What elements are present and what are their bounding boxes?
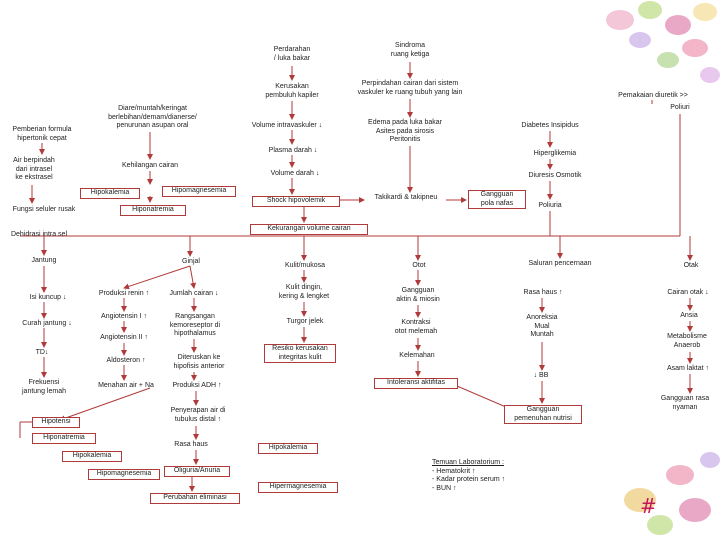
node-hipokalemia-1: Hipokalemia [80,188,140,199]
node-otak: Otak [683,262,699,269]
temuan-title: Temuan Laboratorium : [432,459,504,466]
node-td: TD↓ [35,349,49,356]
node-diabetes: Diabetes Insipidus [521,122,579,129]
node-hipomagnesemia-2: Hipomagnesemia [88,469,160,480]
node-hipomagnesemia-1: Hipomagnesemia [162,186,236,197]
node-resiko: Resiko kerusakan integritas kulit [264,344,336,363]
node-hipokalemia-2: Hipokalemia [258,443,318,454]
node-takikardi: Takikardi & takipneu [374,194,438,201]
candy-eggs-decoration-bottom-right [624,452,720,535]
node-pemberian: Pemberian formula hipertonik cepat [12,126,72,142]
temuan-laboratorium: Temuan Laboratorium : - Hematokrit ↑ - K… [432,459,505,493]
node-diuresis: Diuresis Osmotik [528,172,582,179]
node-shock: Shock hipovolemik [252,196,340,207]
node-kontraksi: Kontraksi otot melemah [394,319,438,335]
node-asamlaktat: Asam laktat ↑ [666,365,709,372]
node-produksirenin: Produksi renin ↑ [98,290,150,297]
node-oliguria: Oliguria/Anuria [164,466,230,477]
node-angiotensin-1: Angiotensin I ↑ [101,313,147,320]
node-jantung: Jantung [31,257,57,264]
node-kulitdingin: Kulit dingin, kering & lengket [278,284,330,300]
node-gangguanaktin: Gangguan aktin & miosin [396,287,440,303]
connector-line [189,265,197,289]
node-sindroma: Sindroma ruang ketiga [390,42,430,58]
node-kerusakan: Kerusakan pembuluh kapiler [265,83,319,99]
node-hipermagnesemia: Hipermagnesemia [258,482,338,493]
node-hiperglik: Hiperglikemia [533,150,577,157]
node-perdarahan: Perdarahan / luka bakar [273,46,311,62]
temuan-item: - BUN ↑ [432,484,457,492]
node-voldarah: Volume darah ↓ [270,170,320,177]
node-airpindah: Air berpindah dari intrasel ke ekstrasel [13,157,55,181]
node-angiotensin-2: Angiotensin II ↑ [100,334,148,341]
node-turgor: Turgor jelek [286,318,324,325]
node-hipokalemia-3: Hipokalemia [62,451,122,462]
node-hipotensi: Hipotensi [32,417,80,428]
node-edema: Edema pada luka bakar Asites pada sirosi… [368,119,442,143]
node-penyerapan: Penyerapan air di tubulus distal ↑ [170,407,226,423]
hash-mark: # [640,494,657,518]
node-jumlahcairan: Jumlah cairan ↓ [169,290,219,297]
node-fungsi: Fungsi seluler rusak [12,206,76,213]
node-gangguannutrisi: Gangguan pemenuhan nutrisi [504,405,582,424]
temuan-item: - Kadar protein serum ↑ [432,476,506,483]
node-rangsangan: Rangsangan kemoreseptor di hipothalamus [169,313,221,337]
node-ansia: Ansia [680,312,698,319]
node-intoleransi: Intoleransi aktifitas [374,378,458,389]
node-isiskuncup: Isi kuncup ↓ [29,294,67,301]
node-diteruskan: Diteruskan ke hipofisis anterior [173,354,225,370]
node-metabolisme: Metabolisme Anaerob [667,333,707,349]
node-otot: Otot [412,262,426,269]
node-diare: Diare/muntah/keringat berlebihan/demam/d… [108,105,197,129]
node-saluran: Saluran pencernaan [528,260,592,267]
node-menahan: Menahan air + Na [98,382,154,389]
node-gangguanpola: Gangguan pola nafas [468,190,526,209]
node-hiponatremia-1: Hiponatremia [120,205,186,216]
node-dehidrasi: Dehidrasi intra sel [10,231,68,238]
node-bb: ↓ BB [533,372,549,379]
node-anoreksia: Anoreksia Mual Muntah [526,314,558,338]
candy-eggs-decoration-top-right [606,1,720,83]
node-gangguanrasa: Gangguan rasa nyaman [660,395,710,411]
node-curah: Curah jantung ↓ [22,320,72,327]
node-hiponatremia-2: Hiponatremia [32,433,96,444]
node-aldosteron: Aldosteron ↑ [106,357,146,364]
node-perpindahan: Perpindahan cairan dari sistem vaskuler … [357,80,463,96]
node-ginjal: Ginjal [182,258,200,265]
node-kelemahan: Kelemahan [399,352,435,359]
node-rasahaus1: Rasa haus ↑ [523,289,563,296]
temuan-item: - Hematokrit ↑ [432,467,476,475]
node-cairanotak: Cairan otak ↓ [667,289,709,296]
node-perubahan: Perubahan eliminasi [150,493,240,504]
node-rasahaus2: Rasa haus [174,441,208,448]
node-plasma: Plasma darah ↓ [268,147,318,154]
node-pemakaian: Pemakaian diuretik >> [618,92,688,99]
node-kulit: Kulit/mukosa [284,262,326,269]
node-kehilangan: Kehilangan cairan [121,162,179,169]
node-poliuria: Poliuria [538,202,562,209]
connector-line [123,265,191,290]
node-frekuensi: Frekuensi jantung lemah [22,379,66,395]
node-kekurangan: Kekurangan volume cairan [250,224,368,235]
node-volintra: Volume intravaskuler ↓ [251,122,323,129]
node-poliuri: Poliuri [670,104,690,111]
connector-line [59,387,151,422]
node-produksiadh: Produksi ADH ↑ [172,382,222,389]
